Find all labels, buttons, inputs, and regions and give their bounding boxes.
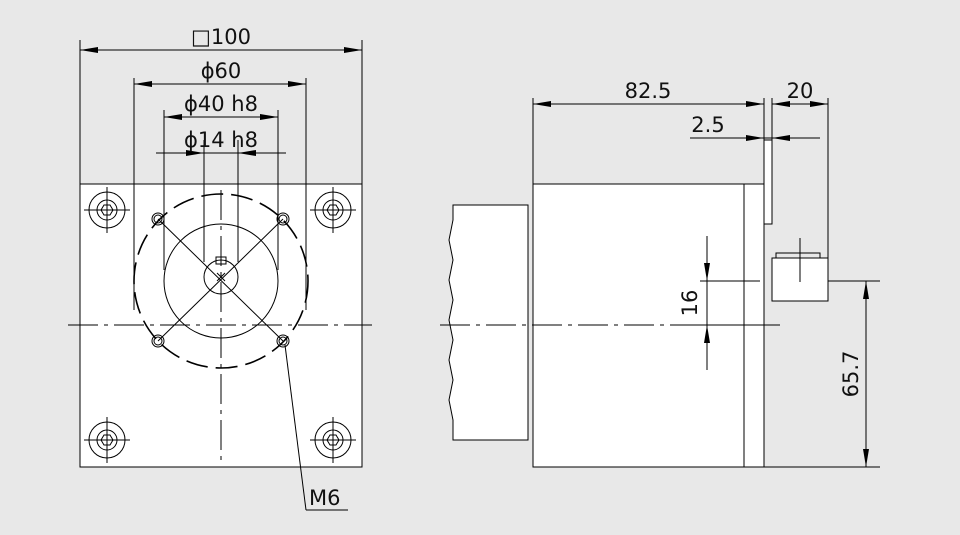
side-key [775,252,821,259]
dim-flange-thickness: 2.5 [690,113,820,141]
dim-shaft-length-label: 20 [787,79,814,103]
dim-square-100-label: □100 [191,25,251,49]
dim-shaft: ϕ14 h8 [156,128,286,156]
m6-callout: M6 [284,344,348,511]
m6-hole-bottom-left [151,334,165,348]
pilot-circle [163,223,279,339]
corner-bolt-bottom-left [84,417,130,463]
mating-part [448,204,529,441]
dim-shaft-length: 20 [772,79,828,107]
dim-shaft-height-label: 65.7 [839,351,863,398]
dim-pilot: ϕ40 h8 [164,92,278,120]
dim-key-height-label: 16 [678,290,702,317]
dim-pilot-label: ϕ40 h8 [184,92,258,116]
dim-body-length-label: 82.5 [625,79,672,103]
dim-shaft-label: ϕ14 h8 [184,128,258,152]
m6-label: M6 [309,486,340,510]
dim-pitch-circle: ϕ60 [134,59,306,87]
diagonal-line-2 [157,218,284,342]
m6-hole-top-right [276,212,290,226]
dim-shaft-height: 65.7 [839,281,869,467]
shaft-circle [203,259,239,295]
dim-square-100: □100 [80,25,362,53]
front-view: □100 ϕ60 ϕ40 h8 ϕ14 h8 M6 [68,25,372,511]
m6-hole-bottom-right [276,334,290,348]
shaft-key [215,256,227,265]
corner-bolt-top-left [84,187,130,233]
corner-bolt-bottom-right [310,417,356,463]
flange [763,139,773,225]
dim-key-height: 16 [678,236,710,370]
shaft-center-mark-b [216,272,226,282]
side-view: 82.5 2.5 20 16 65.7 [440,79,880,468]
corner-bolt-top-right [310,187,356,233]
dim-body-length: 82.5 [533,79,764,107]
dim-pitch-circle-label: ϕ60 [201,59,242,83]
dim-flange-thickness-label: 2.5 [691,113,724,137]
